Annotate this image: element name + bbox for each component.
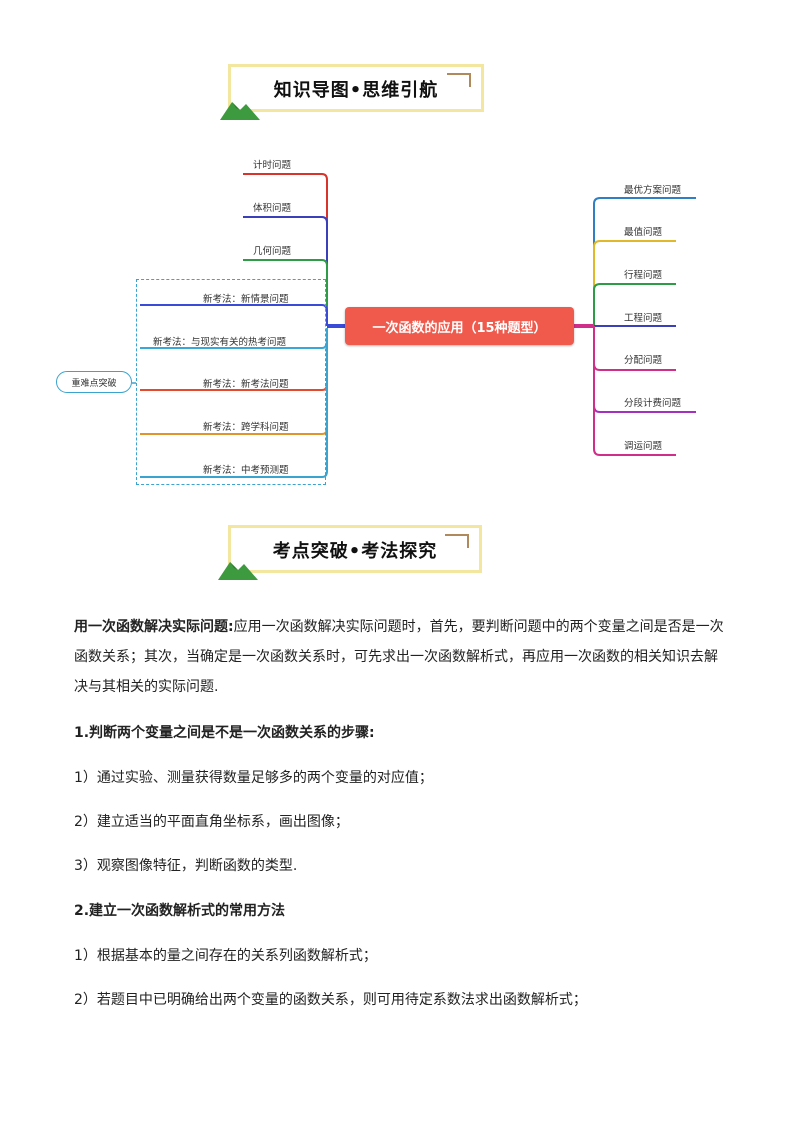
banner-corner-decoration <box>447 73 471 87</box>
step-2-2: 2）若题目中已明确给出两个变量的函数关系，则可用待定系数法求出函数解析式； <box>74 992 587 1008</box>
step-1-3: 3）观察图像特征，判断函数的类型. <box>74 858 298 874</box>
mindmap-node-new-4: 新考法：跨学科问题 <box>203 422 289 433</box>
step-1-1: 1）通过实验、测量获得数量足够多的两个变量的对应值； <box>74 770 433 786</box>
dashed-group-box <box>136 279 326 485</box>
banner-title: 知识导图•思维引航 <box>273 80 439 101</box>
mindmap-node-left-2: 体积问题 <box>253 203 292 214</box>
step-1-2: 2）建立适当的平面直角坐标系，画出图像； <box>74 814 349 830</box>
mindmap-node-right-2: 最值问题 <box>624 227 663 238</box>
intro-bold: 用一次函数解决实际问题: <box>74 619 234 635</box>
mindmap-node-new-5: 新考法：中考预测题 <box>203 465 289 476</box>
banner-title: 考点突破•考法探究 <box>272 541 438 562</box>
heading-2: 2.建立一次函数解析式的常用方法 <box>74 903 286 919</box>
mindmap-node-new-3: 新考法：新考法问题 <box>203 379 289 390</box>
section-banner-mindmap: 知识导图•思维引航 <box>228 64 484 112</box>
mindmap-node-right-7: 调运问题 <box>624 441 663 452</box>
mindmap-node-new-2: 新考法：与现实有关的热考问题 <box>153 337 287 348</box>
mindmap-node-right-5: 分配问题 <box>624 355 663 366</box>
section-banner-exam: 考点突破•考法探究 <box>228 525 482 573</box>
mindmap-node-right-4: 工程问题 <box>624 313 663 324</box>
mindmap-node-right-6: 分段计费问题 <box>624 398 682 409</box>
mindmap-node-left-3: 几何问题 <box>253 246 292 257</box>
mindmap-bubble-key-points: 重难点突破 <box>56 371 132 393</box>
step-2-1: 1）根据基本的量之间存在的关系列函数解析式； <box>74 948 377 964</box>
mindmap-node-right-1: 最优方案问题 <box>624 185 682 196</box>
mountain-icon <box>220 102 260 120</box>
mindmap-node-new-1: 新考法：新情景问题 <box>203 294 289 305</box>
intro-paragraph: 用一次函数解决实际问题:应用一次函数解决实际问题时，首先，要判断问题中的两个变量… <box>74 612 724 702</box>
heading-1: 1.判断两个变量之间是不是一次函数关系的步骤: <box>74 725 375 741</box>
mindmap-node-left-1: 计时问题 <box>253 160 292 171</box>
mindmap-central-node: 一次函数的应用（15种题型） <box>345 307 574 345</box>
mindmap-node-right-3: 行程问题 <box>624 270 663 281</box>
intro-text: 应用一次函数解决实际问题时，首先，要判断问题中的两个变量之间是否是一次函数关系；… <box>74 619 724 695</box>
banner-corner-decoration <box>445 534 469 548</box>
mountain-icon <box>218 562 258 580</box>
